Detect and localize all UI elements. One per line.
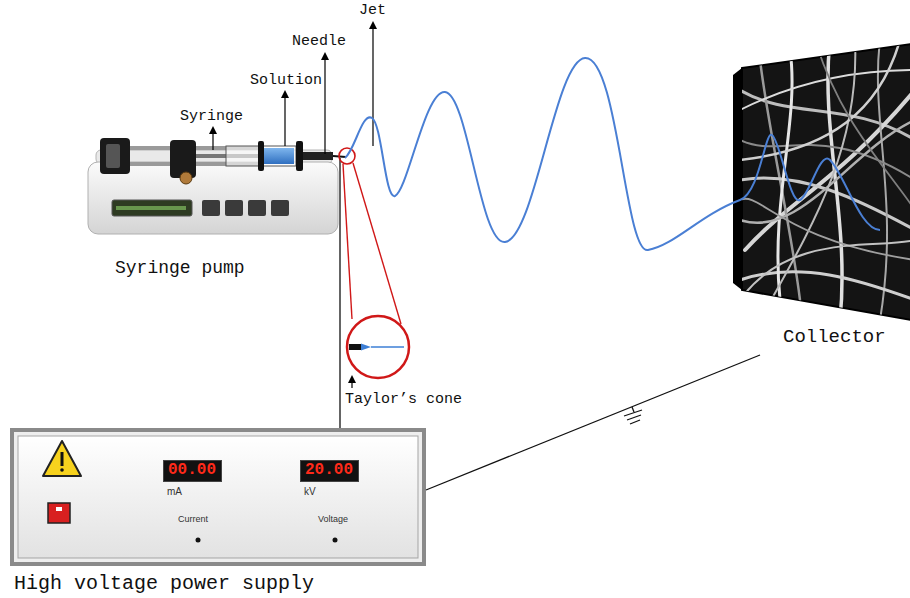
part-label: Needle [292,33,346,51]
fiber [740,240,910,300]
device-name: High voltage power supply [14,572,314,596]
voltage-wire [339,285,340,428]
unit-label: mA [167,486,182,498]
leader-line [351,379,352,388]
pump-end-block [106,144,120,168]
pump-end-block [100,138,130,174]
part-label: Syringe [180,108,243,126]
knob-dot [333,538,338,543]
control-label: Voltage [318,514,348,525]
fiber [740,40,900,160]
pusher-knob [180,172,192,184]
warning-triangle [43,441,81,476]
ground-bar [630,420,640,424]
leader-line [372,25,373,146]
fiber [740,199,910,260]
jet-line [371,346,404,348]
part-label: Jet [359,2,386,20]
high-voltage-power-supply: High voltage power supplymAkVCurrentVolt… [10,428,426,566]
pump-display [112,200,192,216]
nanofibers [740,40,910,320]
needle-tip [349,344,361,350]
leader-line [324,56,325,154]
taylor-cone-inset [339,148,409,378]
fiber [760,40,855,320]
led-display: 00.00 [163,460,222,482]
power-supply-drawing [10,428,426,566]
pump-button [271,200,289,216]
syringe-tip [303,152,333,160]
fiber [740,272,910,300]
pump-button [202,200,220,216]
syringe-pump: Syringe pump [88,160,343,285]
collector-mat [733,40,910,320]
syringe-pump-drawing [88,138,346,234]
pump-button [248,200,266,216]
collector-edge [733,68,742,290]
solution [262,148,294,164]
syringe-clamp [258,141,264,171]
warning-mark [60,468,64,472]
voltage-wire [339,158,340,285]
leader-line [284,94,285,146]
part-name: Collector [783,326,886,349]
pump-button [225,200,243,216]
leader-line [212,130,213,150]
ground-stem [632,407,634,412]
zoom-line [343,164,352,319]
ground-bar [627,415,641,420]
taylor-cone [361,344,371,351]
polymer-jet [345,58,880,250]
power-switch-mark [56,507,62,511]
led-display: 20.00 [300,460,359,482]
fiber [815,40,910,210]
knob-dot [196,538,201,543]
voltage-wire [426,355,760,490]
part-name: Syringe pump [115,258,245,280]
unit-label: kV [304,486,316,498]
pump-display-glow [116,206,186,210]
panel-face [18,436,418,558]
display-reading: 00.00 [168,462,217,480]
part-label: Solution [250,72,322,90]
power-switch [48,503,70,523]
part-label: Taylor’s cone [345,391,462,409]
panel-frame [14,432,422,562]
zoom-line [353,163,401,324]
warning-mark [61,452,64,466]
zoom-circle [347,316,409,378]
panel-frame [10,428,426,566]
display-reading: 20.00 [305,462,354,480]
syringe-clamp [296,141,303,171]
collector: Collector [735,40,910,355]
control-label: Current [178,514,208,525]
